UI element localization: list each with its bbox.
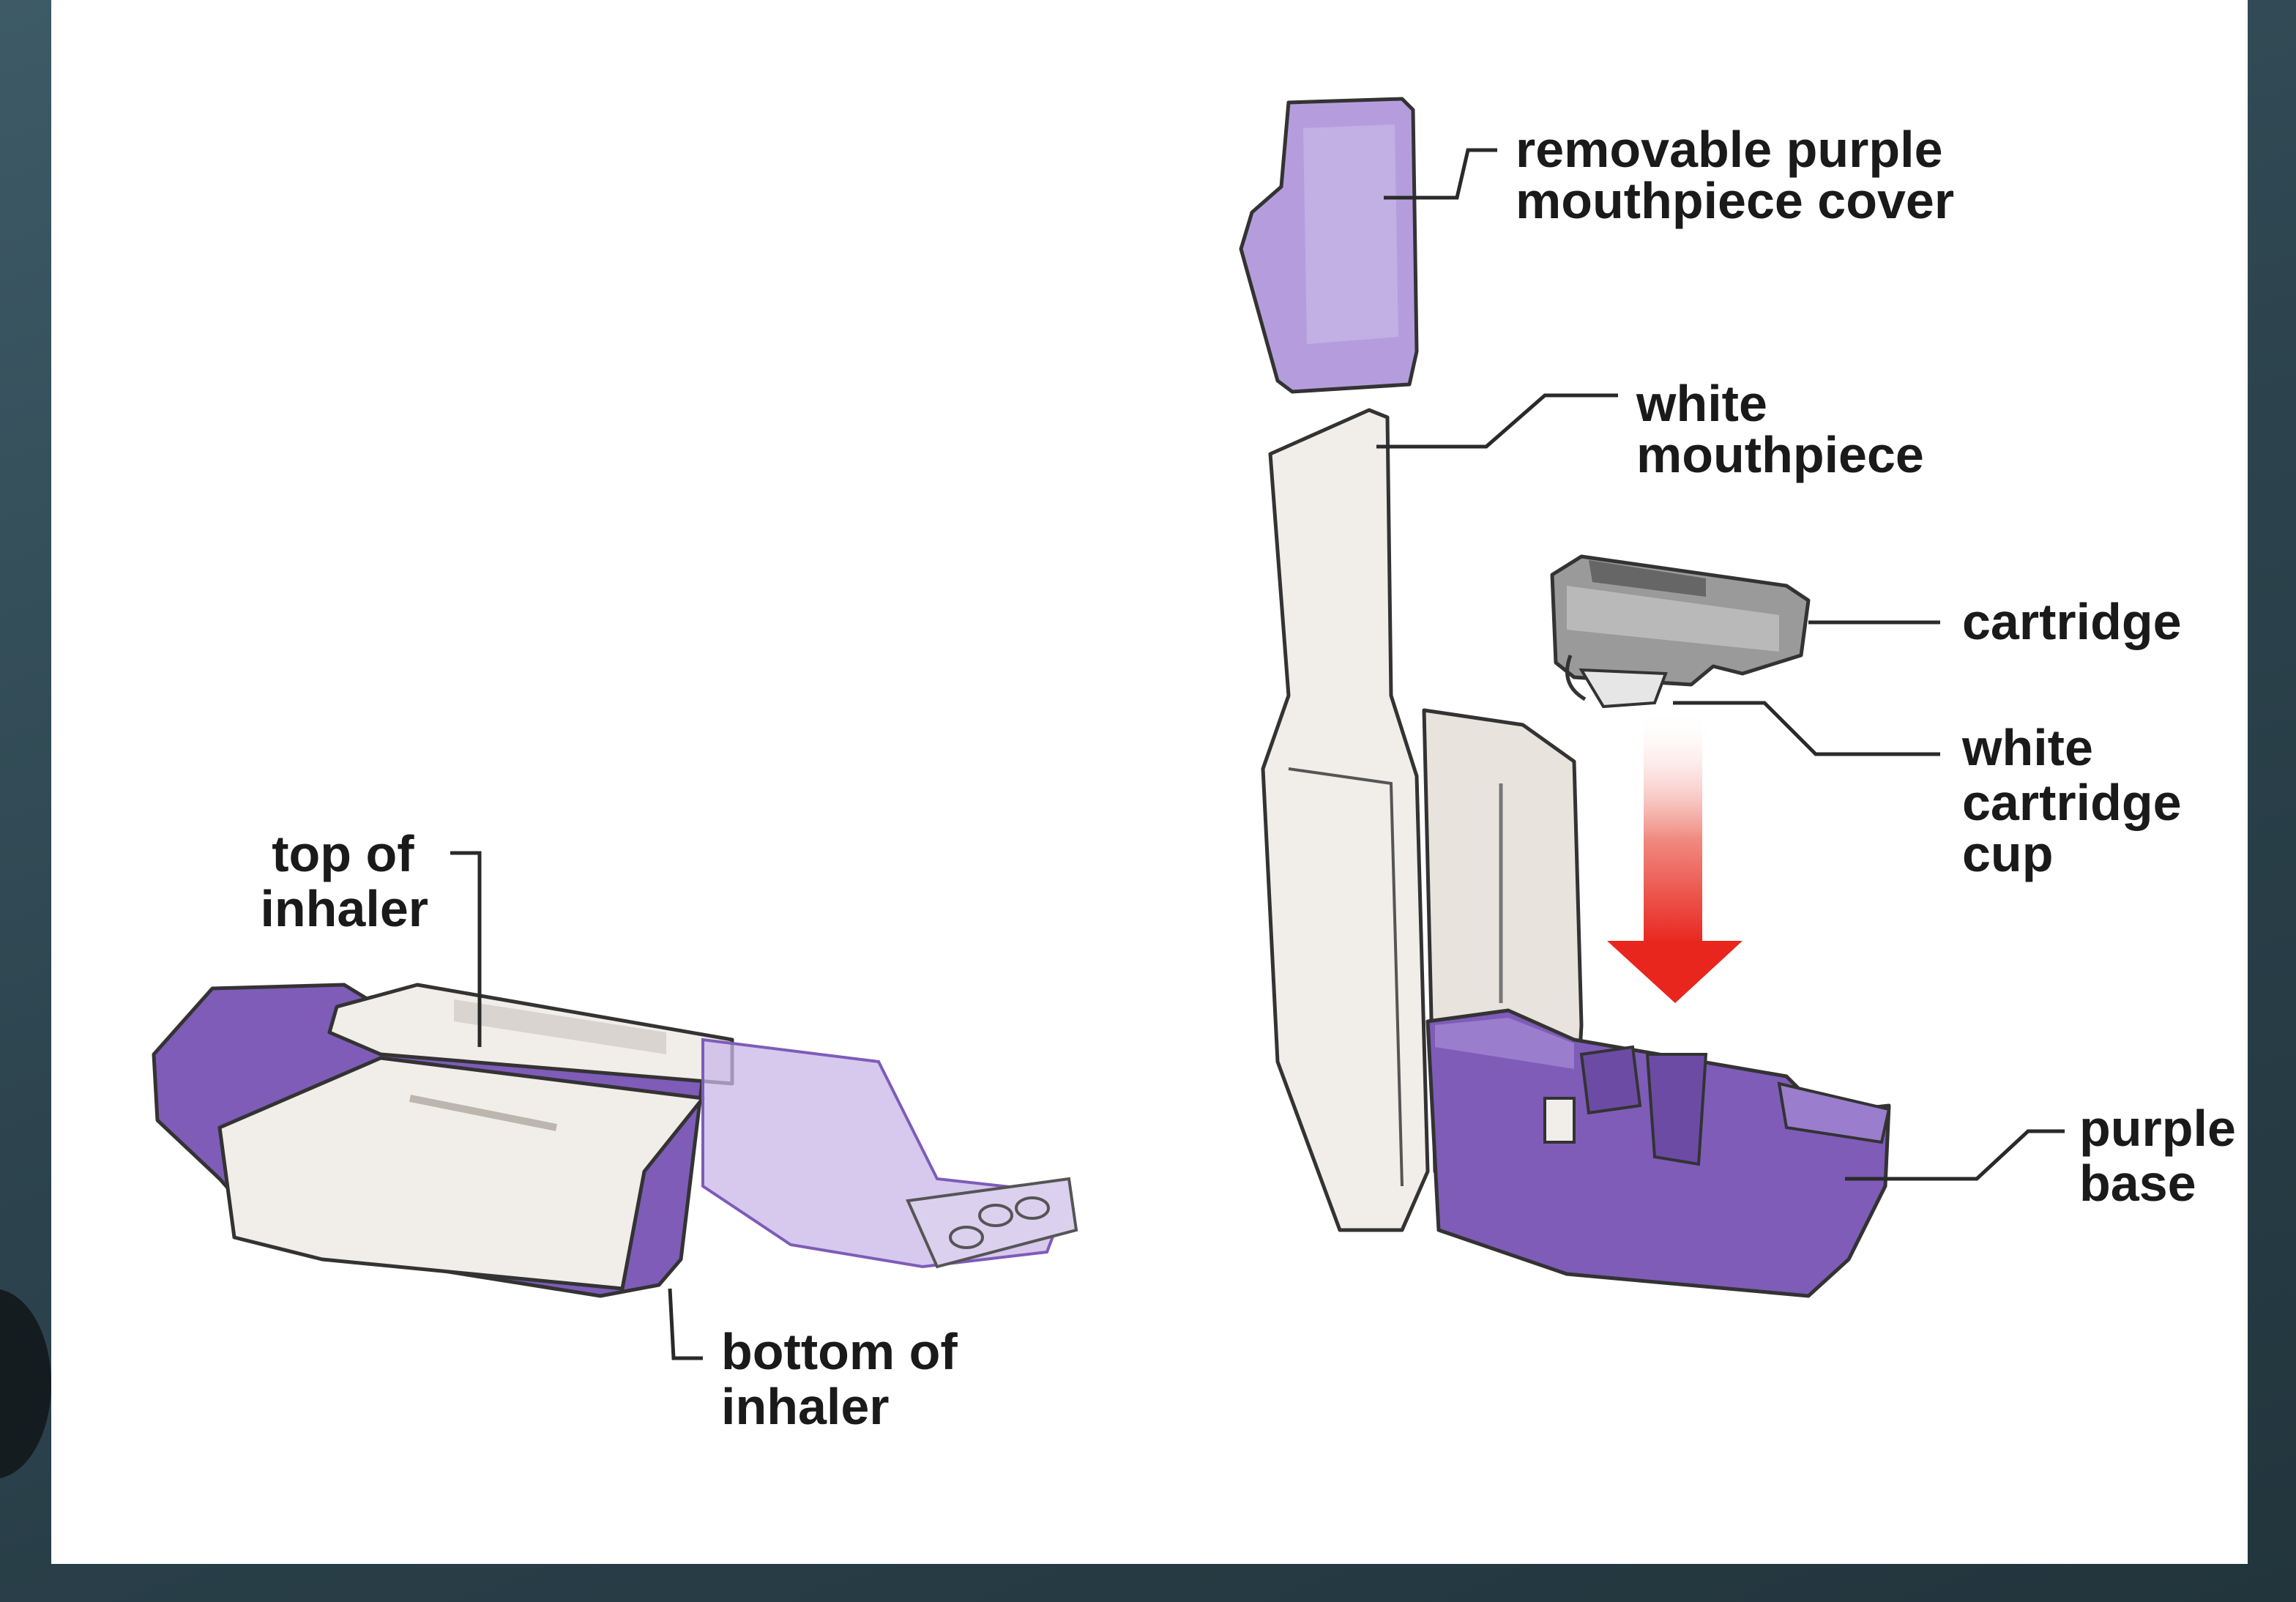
inhaler-top-text-band (454, 999, 666, 1054)
cartridge-cup (1578, 668, 1668, 709)
purple-base (1425, 1008, 1891, 1298)
insert-direction-arrow (1607, 710, 1742, 1003)
inhaler-front-white (217, 1056, 705, 1291)
leader-cartridge-cup (1673, 701, 1940, 756)
label-mouthpiece-cover: removable purple mouthpiece cover (1516, 121, 1957, 229)
inhaler-mouthpiece-tip (906, 1177, 1078, 1269)
label-purple-base: purple base (2079, 1100, 2250, 1212)
slide-panel (51, 0, 2248, 1564)
leader-bottom-of-inhaler (668, 1288, 703, 1360)
assembled-inhaler (152, 983, 1078, 1298)
mouthpiece-body (1261, 408, 1430, 1232)
leader-top-of-inhaler (450, 851, 482, 1047)
label-cartridge-cup: white cartridge cup (1961, 719, 2196, 882)
leader-mouthpiece-cover (1384, 148, 1497, 200)
label-cartridge: cartridge (1962, 593, 2182, 650)
cartridge (1550, 554, 1811, 709)
leader-purple-base (1845, 1129, 2065, 1181)
label-top-of-inhaler: top of inhaler (260, 825, 428, 937)
label-white-mouthpiece: white mouthpiece (1636, 375, 1924, 483)
label-bottom-of-inhaler: bottom of inhaler (721, 1323, 972, 1435)
mouthpiece-cover (1239, 97, 1419, 394)
leader-white-mouthpiece (1376, 393, 1618, 449)
